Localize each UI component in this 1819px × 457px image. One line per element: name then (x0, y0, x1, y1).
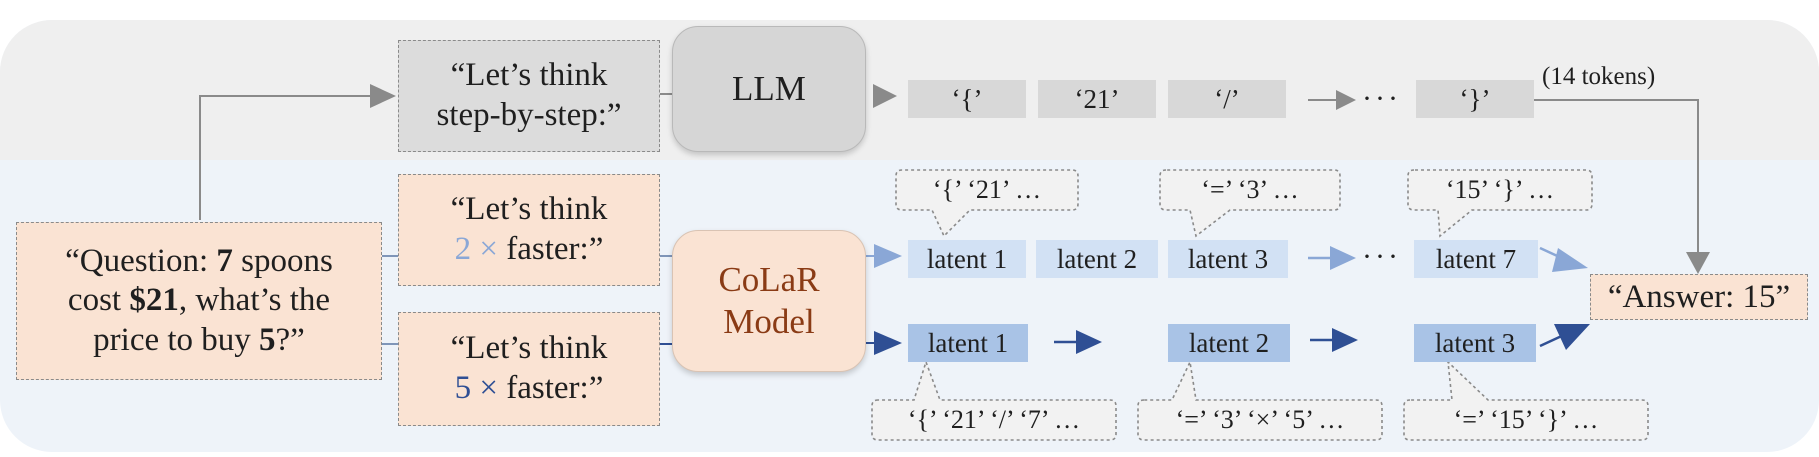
answer-text: “Answer: 15” (1607, 278, 1791, 315)
bubble-bottom-1 (871, 359, 1117, 441)
bubble-top-1-text: ‘{’ ‘21’ … (932, 175, 1042, 204)
llm-label: LLM (732, 69, 806, 108)
bubble-bottom-3 (1403, 359, 1649, 441)
fast5-prompt-line-2: 5 × faster:” (455, 369, 604, 409)
llm-token-1-text: ‘{’ (951, 83, 983, 114)
cot-prompt-box: “Let’s think step-by-step:” (398, 40, 660, 152)
latent5x-arrow-2-head (1332, 328, 1358, 352)
bubble-top-1 (895, 169, 1079, 238)
llm-token-4-text: ‘}’ (1459, 83, 1491, 114)
colar-to-latent2x-arrowhead (874, 244, 902, 268)
cot-prompt-line-2: step-by-step:” (436, 97, 622, 133)
fast5-factor: 5 × (454, 370, 498, 406)
llm-token-2-text: ‘21’ (1074, 83, 1120, 114)
llm-box: LLM (672, 26, 866, 152)
fast5-prompt-line-1: “Let’s think (450, 330, 608, 367)
question-line-2: cost $21, what’s the (68, 281, 330, 321)
colar-model-box: CoLaR Model (672, 230, 866, 372)
bubble-bottom-3-text: ‘=’ ‘15’ ‘}’ … (1453, 405, 1599, 434)
fast2-prompt-box: “Let’s think 2 × faster:” (398, 174, 660, 286)
llm-token-4: ‘}’ (1416, 80, 1534, 118)
bubble-top-2-text: ‘=’ ‘3’ … (1201, 175, 1299, 204)
bubble-top-2 (1159, 169, 1341, 238)
question-text-b: spoons (232, 242, 333, 279)
bubble-top-3 (1407, 169, 1593, 238)
latent5x-3-text: latent 3 (1434, 327, 1516, 358)
question-line-3: price to buy 5?” (93, 321, 305, 361)
llm-token-1: ‘{’ (908, 80, 1026, 118)
latent5x-arrow-1-head (1076, 330, 1102, 354)
latent2x-3: latent 3 (1168, 240, 1288, 278)
latent5x-1-text: latent 1 (927, 327, 1009, 358)
llm-to-answer-arrowhead (1686, 252, 1710, 274)
question-line-1: “Question: 7 spoons (65, 242, 333, 282)
fast2-prompt-line-1: “Let’s think (450, 191, 608, 228)
question-buy-count: 5 (259, 321, 276, 358)
question-text-d: , what’s the (178, 282, 331, 319)
colar-label-line-1: CoLaR (718, 260, 820, 299)
question-text-a: “Question: (65, 242, 217, 279)
latent2x-7: latent 7 (1414, 240, 1538, 278)
llm-token-3: ‘/’ (1168, 80, 1286, 118)
llm-token-3-text: ‘/’ (1214, 83, 1240, 114)
bubble-bottom-2-text: ‘=’ ‘3’ ‘×’ ‘5’ … (1175, 405, 1345, 434)
latent5x-2-text: latent 2 (1188, 327, 1270, 358)
question-text-f: ?” (275, 321, 305, 358)
latent3-to-answer-arrowhead (1554, 324, 1590, 350)
fast2-factor: 2 × (454, 231, 498, 267)
token-count-note: (14 tokens) (1542, 63, 1656, 90)
fast5-prompt-box: “Let’s think 5 × faster:” (398, 312, 660, 426)
cot-prompt-line-1: “Let’s think (450, 57, 608, 94)
fast2-prompt-line-2: 2 × faster:” (455, 230, 604, 270)
llm-token-2: ‘21’ (1038, 80, 1156, 118)
question-to-cot-arrowhead (370, 84, 396, 108)
latent5x-3: latent 3 (1414, 324, 1536, 362)
latent5x-1: latent 1 (908, 324, 1028, 362)
question-text-c: cost (67, 282, 130, 319)
question-cost: $21 (129, 282, 179, 319)
question-to-cot-connector (199, 95, 380, 220)
latent2x-gap-arrowhead (1330, 246, 1356, 270)
latent2x-1-text: latent 1 (926, 243, 1008, 274)
colar-to-latent5x-arrowhead (874, 331, 902, 355)
latent2x-1: latent 1 (908, 240, 1026, 278)
latent2x-ellipsis: ··· (1362, 240, 1401, 273)
question-text-e: price to buy (93, 321, 260, 358)
latent2x-2: latent 2 (1036, 240, 1158, 278)
answer-box: “Answer: 15” (1590, 274, 1808, 320)
question-box: “Question: 7 spoons cost $21, what’s the… (16, 222, 382, 380)
llm-output-arrowhead (873, 84, 897, 108)
question-spoon-count: 7 (216, 242, 233, 279)
llm-token-ellipsis: ··· (1362, 82, 1401, 115)
latent2x-7-text: latent 7 (1435, 243, 1517, 274)
latent2x-3-text: latent 3 (1187, 243, 1269, 274)
fast2-rest: faster:” (498, 231, 604, 267)
latent2x-2-text: latent 2 (1056, 243, 1138, 274)
bubble-bottom-1-text: ‘{’ ‘21’ ‘/’ ‘7’ … (907, 405, 1081, 434)
bubble-bottom-2 (1137, 359, 1383, 441)
latent7-to-answer-arrowhead (1552, 248, 1588, 272)
token-gap-arrowhead (1336, 90, 1356, 110)
latent5x-2: latent 2 (1168, 324, 1290, 362)
bubble-top-3-text: ‘15’ ‘}’ … (1445, 175, 1555, 204)
fast5-rest: faster:” (498, 370, 604, 406)
llm-to-answer-connector (1524, 99, 1699, 262)
colar-label-line-2: Model (723, 302, 815, 341)
